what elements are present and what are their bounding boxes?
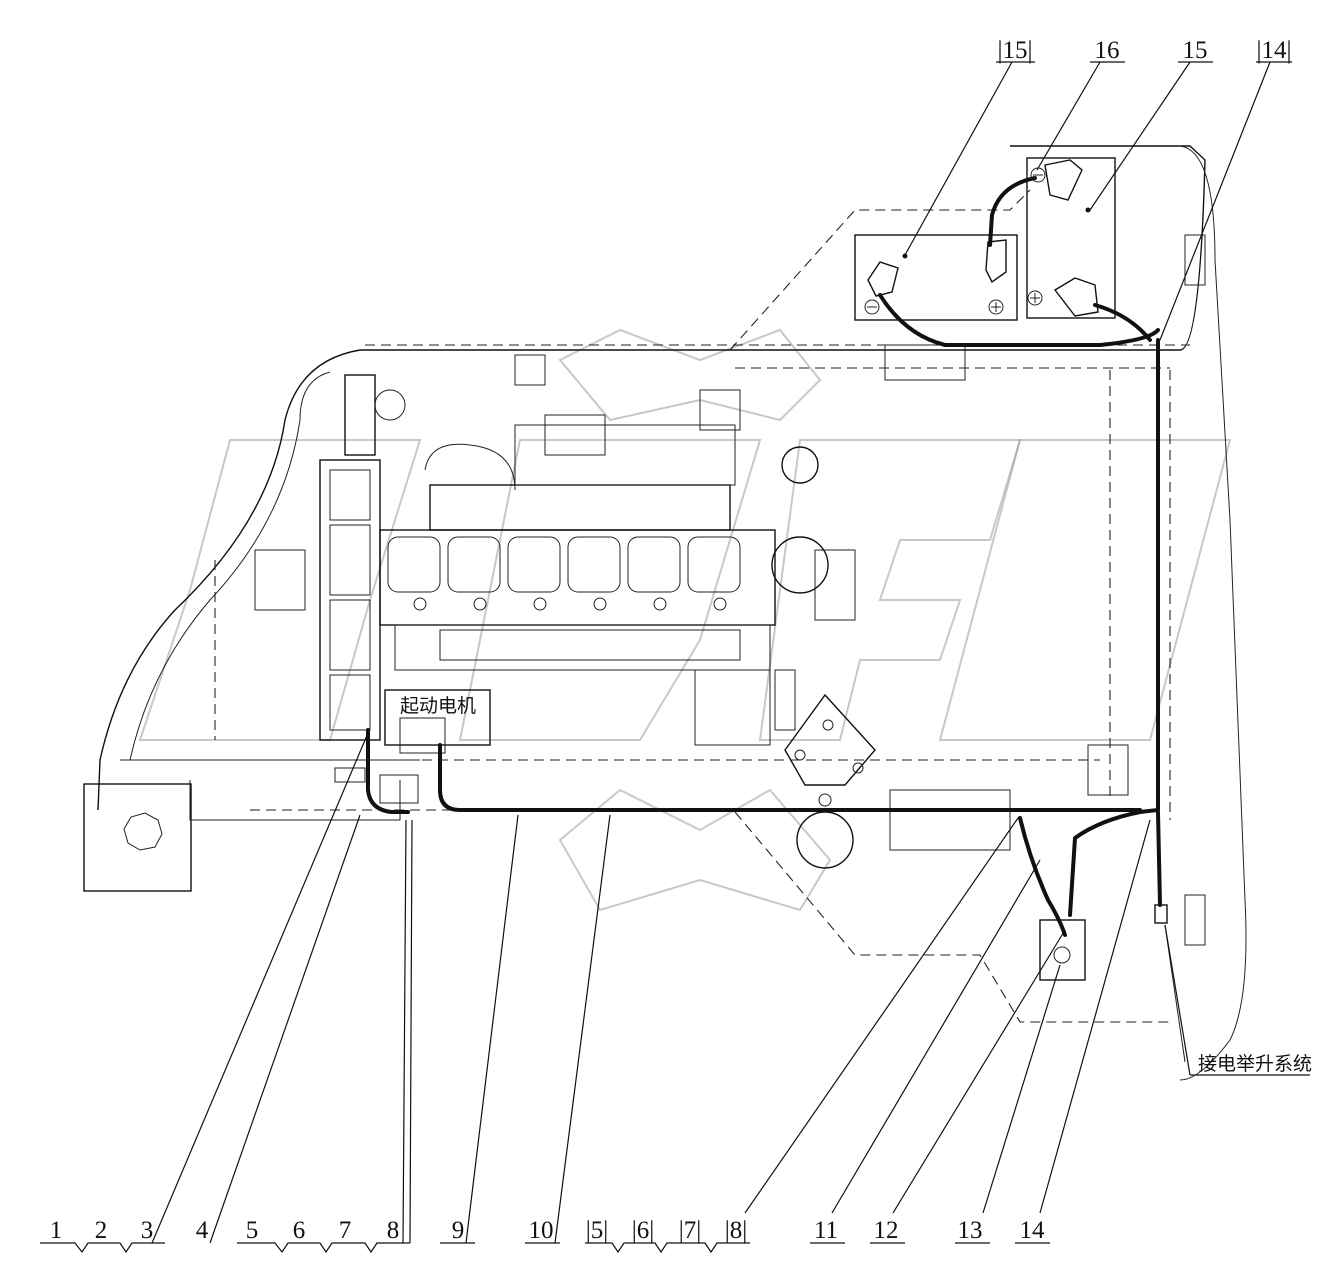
lift-connector — [1154, 904, 1168, 924]
step-box — [83, 783, 192, 892]
callout-5: 5 — [246, 1217, 259, 1244]
lift-system-label: 接电举升系统 — [1198, 1053, 1312, 1075]
callout-top-4: |14| — [1256, 37, 1291, 64]
callout-top-3: 15 — [1183, 37, 1208, 64]
starter-motor — [334, 689, 491, 804]
engine-cylinder-heads — [387, 536, 741, 611]
callout-8: 8 — [387, 1217, 400, 1244]
callout-7-boxed: |7| — [679, 1217, 702, 1244]
callout-5-boxed: |5| — [586, 1217, 609, 1244]
callout-7: 7 — [339, 1217, 352, 1244]
callout-1: 1 — [50, 1217, 63, 1244]
top-leaders — [904, 61, 1292, 341]
callout-14: 14 — [1020, 1217, 1046, 1244]
callout-8-boxed: |8| — [725, 1217, 748, 1244]
engine-block — [254, 354, 856, 746]
callout-top-1: |15| — [997, 37, 1032, 64]
main-switch — [1039, 919, 1086, 981]
callout-13: 13 — [958, 1217, 983, 1244]
callout-11: 11 — [814, 1217, 838, 1244]
callout-6: 6 — [293, 1217, 306, 1244]
callout-12: 12 — [874, 1217, 899, 1244]
battery-right — [1026, 157, 1116, 319]
callout-brackets — [40, 1242, 1050, 1254]
watermark-logo — [138, 328, 1232, 912]
callout-9: 9 — [452, 1217, 465, 1244]
callout-10: 10 — [529, 1217, 554, 1244]
bottom-leaders — [151, 732, 1310, 1244]
vehicle-frame — [83, 145, 1247, 1081]
wiring-harness — [366, 176, 1186, 1063]
callout-3: 3 — [141, 1217, 154, 1244]
step-bolt — [123, 812, 163, 851]
callout-6-boxed: |6| — [632, 1217, 655, 1244]
callout-4: 4 — [196, 1217, 209, 1244]
callout-top-2: 16 — [1095, 37, 1120, 64]
starter-motor-label: 起动电机 — [400, 695, 476, 717]
callout-2: 2 — [95, 1217, 108, 1244]
dashed-outlines — [214, 189, 1190, 1023]
battery-left — [854, 234, 1018, 321]
